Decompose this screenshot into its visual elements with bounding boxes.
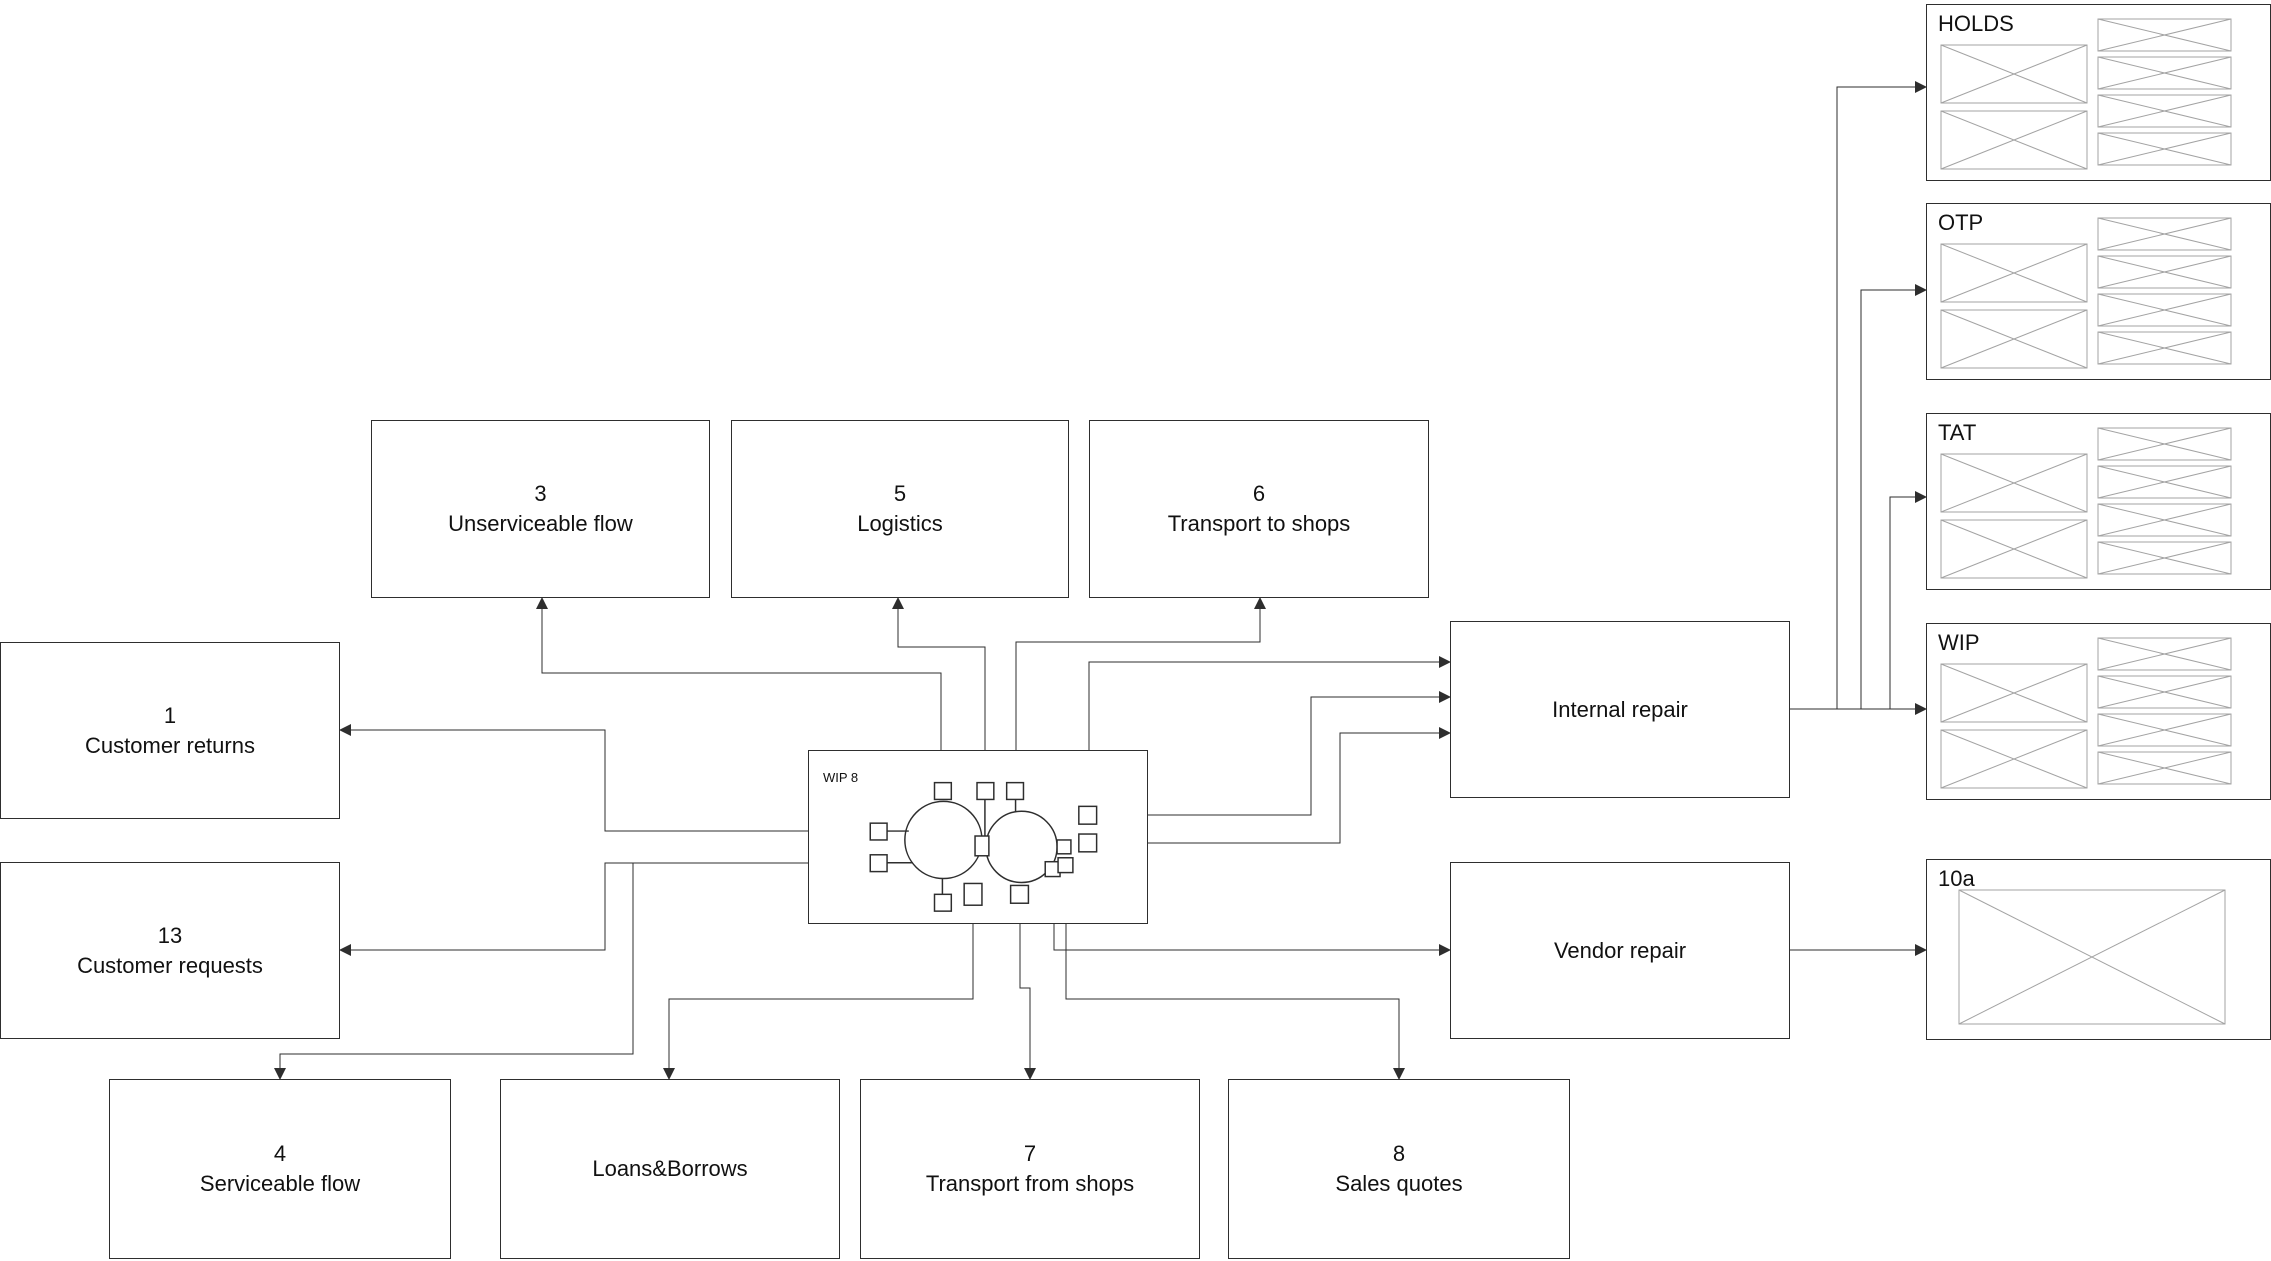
placeholder-box	[1940, 44, 2088, 104]
panel-holds[interactable]: HOLDS	[1926, 4, 2271, 181]
symbol-ports	[869, 781, 1098, 912]
placeholder-box	[2097, 293, 2232, 327]
edge-internal-repair-to-holds	[1836, 81, 1928, 709]
panel-wip[interactable]: WIP	[1926, 623, 2271, 800]
node-unserviceable-flow[interactable]: 3 Unserviceable flow	[371, 420, 710, 598]
wip-hub-box[interactable]: WIP 8	[808, 750, 1148, 924]
node-label: Logistics	[857, 511, 943, 536]
node-label: Internal repair	[1552, 696, 1688, 722]
placeholder-box	[2097, 18, 2232, 52]
node-serviceable-flow[interactable]: 4 Serviceable flow	[109, 1079, 451, 1259]
node-label: Serviceable flow	[199, 1171, 361, 1196]
placeholder-box	[2097, 132, 2232, 166]
node-label: Transport from shops	[925, 1171, 1135, 1196]
panel-otp[interactable]: OTP	[1926, 203, 2271, 380]
edge-hub-to-transport-to-shops	[1015, 596, 1266, 782]
panel-title: HOLDS	[1938, 11, 2014, 36]
node-customer-requests[interactable]: 13 Customer requests	[0, 862, 340, 1039]
panel-tat[interactable]: TAT	[1926, 413, 2271, 590]
node-number: 4	[273, 1141, 287, 1166]
node-number: 8	[1392, 1141, 1406, 1166]
placeholder-thumbnails	[1940, 637, 2232, 789]
placeholder-box	[2097, 94, 2232, 128]
wip-hub-label: WIP 8	[823, 770, 859, 785]
edge-internal-repair-to-otp	[1860, 284, 1928, 709]
placeholder-box	[1940, 663, 2088, 723]
node-label: Loans&Borrows	[592, 1156, 748, 1181]
edge-hub-to-loans-borrows	[663, 906, 974, 1081]
panel-title: 10a	[1938, 866, 1975, 891]
node-loans-borrows[interactable]: Loans&Borrows	[500, 1079, 840, 1259]
placeholder-box	[2097, 427, 2232, 461]
placeholder-box	[2097, 255, 2232, 289]
panel-title: TAT	[1938, 420, 1977, 445]
node-number: 6	[1252, 481, 1266, 506]
node-number: 3	[534, 481, 547, 506]
node-sales-quotes[interactable]: 8 Sales quotes	[1228, 1079, 1570, 1259]
placeholder-box	[1940, 110, 2088, 170]
placeholder-box	[2097, 503, 2232, 537]
node-label: Sales quotes	[1335, 1171, 1463, 1196]
node-transport-to-shops[interactable]: 6 Transport to shops	[1089, 420, 1429, 598]
node-label: Transport to shops	[1167, 511, 1351, 536]
node-number: 5	[893, 481, 907, 506]
edge-hub-to-transport-from-shops	[1019, 904, 1036, 1081]
placeholder-box	[2097, 637, 2232, 671]
edge-hub-to-internal-repair-2	[1098, 691, 1452, 816]
placeholder-box	[2097, 713, 2232, 747]
panel-10a[interactable]: 10a	[1926, 859, 2271, 1040]
edge-internal-repair-to-tat	[1889, 491, 1928, 709]
placeholder-box	[2097, 751, 2232, 785]
placeholder-box	[2097, 331, 2232, 365]
symbol-circle-left	[904, 800, 983, 880]
placeholder-thumbnails	[1940, 217, 2232, 369]
node-internal-repair[interactable]: Internal repair	[1450, 621, 1790, 798]
placeholder-box	[1940, 453, 2088, 513]
node-label: Unserviceable flow	[448, 511, 633, 536]
edge-hub-to-internal-repair-3	[1098, 727, 1452, 844]
node-number: 7	[1023, 1141, 1037, 1166]
edge-hub-to-sales-quotes	[1065, 873, 1405, 1081]
placeholder-box	[2097, 217, 2232, 251]
process-symbol	[869, 781, 1098, 912]
edge-hub-to-unserviceable-flow	[536, 596, 942, 782]
edge-branch-to-serviceable-flow	[274, 863, 634, 1081]
placeholder-box	[2097, 56, 2232, 90]
node-label: Customer requests	[77, 952, 263, 978]
node-label: Customer returns	[85, 732, 255, 758]
edge-hub-to-customer-requests	[338, 862, 869, 956]
node-number: 13	[157, 922, 183, 948]
placeholder-image	[1958, 889, 2226, 1025]
placeholder-box	[2097, 675, 2232, 709]
placeholder-box	[1940, 243, 2088, 303]
placeholder-thumbnails	[1940, 18, 2232, 170]
node-customer-returns[interactable]: 1 Customer returns	[0, 642, 340, 819]
edge-hub-to-logistics	[892, 596, 986, 782]
node-logistics[interactable]: 5 Logistics	[731, 420, 1069, 598]
panel-title: OTP	[1938, 210, 1984, 235]
edge-hub-to-customer-returns	[338, 724, 869, 832]
panel-title: WIP	[1938, 630, 1980, 655]
placeholder-box	[2097, 465, 2232, 499]
placeholder-box	[1958, 889, 2226, 1025]
placeholder-box	[2097, 541, 2232, 575]
node-vendor-repair[interactable]: Vendor repair	[1450, 862, 1790, 1039]
node-label: Vendor repair	[1553, 937, 1687, 963]
placeholder-box	[1940, 309, 2088, 369]
node-number: 1	[163, 702, 177, 728]
placeholder-thumbnails	[1940, 427, 2232, 579]
node-transport-from-shops[interactable]: 7 Transport from shops	[860, 1079, 1200, 1259]
placeholder-box	[1940, 729, 2088, 789]
placeholder-box	[1940, 519, 2088, 579]
